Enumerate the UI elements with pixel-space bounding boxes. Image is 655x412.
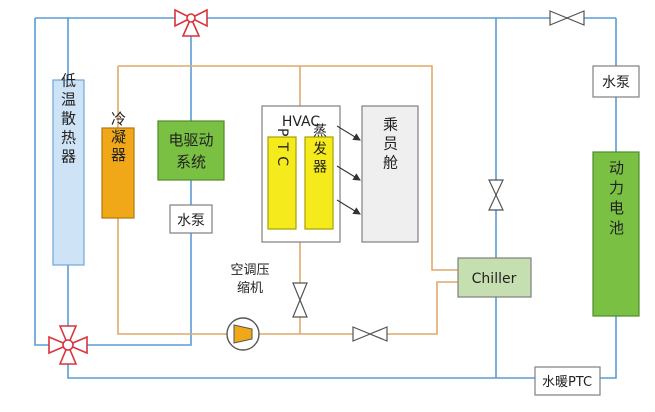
expansion-valve-chiller [352,326,388,342]
chiller-label: Chiller [472,271,517,287]
condenser-label: 冷凝器 [109,111,127,165]
water-pump-right-label: 水泵 [602,75,630,91]
refrigerant-loop-lines [117,65,458,335]
compressor-label-line2: 缩机 [237,280,263,296]
battery-label: 动力电池 [607,160,625,240]
water-heater-ptc-label: 水暖PTC [542,375,592,390]
cabin-box [361,105,419,243]
airflow-arrows [336,125,361,215]
three-way-valve-top [174,8,208,37]
water-pump-right-box [592,65,640,98]
ptc-box [267,136,297,230]
evaporator-box [304,136,334,230]
three-way-valve-bottom [48,325,88,365]
motor-system-box [157,120,225,181]
compressor-symbol [226,317,260,351]
hvac-label: HVAC [282,114,321,130]
evaporator-label: 蒸发器 [311,123,327,177]
two-way-valve-right-vertical [488,179,504,211]
expansion-valve-hvac [292,282,308,318]
water-pump-left-box [169,204,213,234]
chiller-box [457,257,532,298]
motor-system-label-line1: 电驱动 [168,131,213,149]
water-pump-left-label: 水泵 [177,213,205,229]
radiator-label: 低温散热器 [59,73,77,168]
condenser-box [101,127,135,219]
motor-system-label-line2: 系统 [176,153,206,171]
water-heater-ptc-box [534,366,601,396]
radiator-box [52,79,85,266]
coolant-loop-lines [34,17,617,379]
battery-box [592,151,640,317]
two-way-valve-top-right [549,10,585,26]
compressor-label-line1: 空调压 [230,263,269,278]
ptc-label: PTC [274,128,290,172]
cabin-label: 乘员舱 [381,117,399,174]
